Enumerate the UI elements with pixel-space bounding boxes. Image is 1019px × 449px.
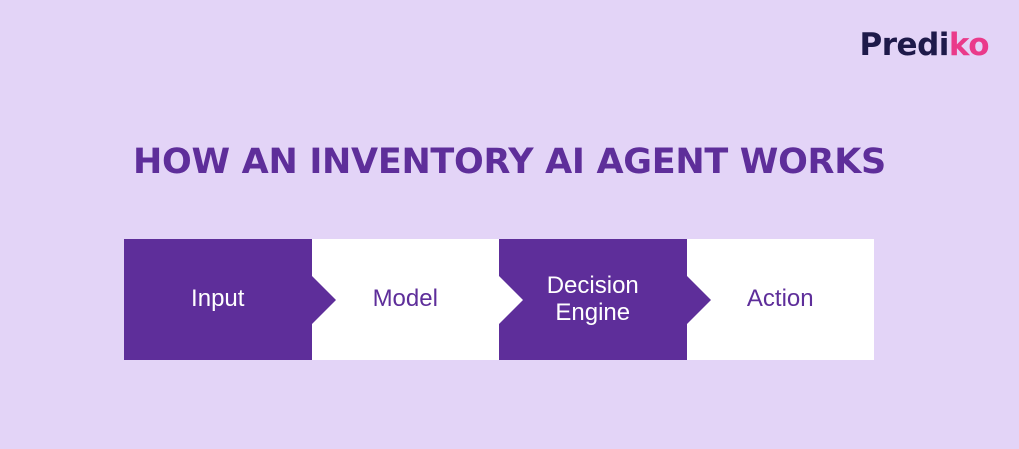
logo-text-main: Predi xyxy=(859,27,950,63)
step-model-label: Model xyxy=(372,285,438,313)
arrow-right-icon xyxy=(499,275,523,324)
step-decision-engine: Decision Engine xyxy=(499,239,711,360)
process-flow: Input Model Decision Engine Action xyxy=(124,239,874,360)
arrow-right-icon xyxy=(311,275,336,324)
step-action: Action xyxy=(686,239,874,360)
arrow-right-icon xyxy=(686,275,711,324)
step-input: Input xyxy=(124,239,336,360)
step-action-label: Action xyxy=(746,285,814,313)
step-input-label: Input xyxy=(191,285,245,313)
step-model: Model xyxy=(311,239,523,360)
diagram-title: HOW AN INVENTORY AI AGENT WORKS xyxy=(133,142,886,182)
logo-text-accent: ko xyxy=(948,27,990,63)
prediko-logo: Prediko xyxy=(859,27,990,63)
step-decision-engine-label: Decision Engine xyxy=(546,272,639,326)
